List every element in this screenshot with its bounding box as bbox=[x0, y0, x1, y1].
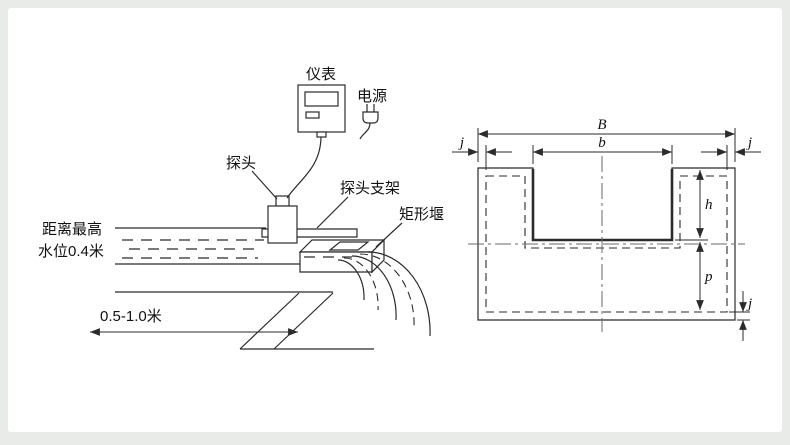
probe-bracket-label: 探头支架 bbox=[340, 180, 400, 197]
weir-block bbox=[298, 238, 386, 274]
rectangular-weir-label: 矩形堰 bbox=[399, 206, 444, 223]
weir-notch-opening bbox=[328, 241, 370, 251]
dimension-j-right: j bbox=[701, 135, 761, 170]
dimension-b: b bbox=[532, 135, 673, 164]
instrument-cable-nub bbox=[316, 131, 327, 138]
instrument-display bbox=[304, 91, 339, 107]
dimension-label-j-bottom: j bbox=[746, 296, 752, 312]
probe-body bbox=[267, 205, 298, 244]
dimension-label-p: p bbox=[704, 269, 713, 285]
flow-arc bbox=[351, 255, 397, 321]
dimension-B: B bbox=[477, 117, 736, 162]
diagram-card bbox=[8, 8, 782, 432]
plug-body bbox=[362, 111, 379, 124]
probe: 探头 bbox=[226, 155, 298, 244]
installation-diagram: 探头支架 探头 仪表 电源 bbox=[38, 66, 444, 350]
distance-note-line2: 水位0.4米 bbox=[38, 243, 104, 260]
horizontal-distance-dimension: 0.5-1.0米 bbox=[90, 308, 298, 336]
instrument-label: 仪表 bbox=[306, 66, 336, 83]
dimension-label-B: B bbox=[597, 117, 606, 133]
probe-label: 探头 bbox=[226, 155, 256, 172]
distance-note: 距离最高 水位0.4米 bbox=[38, 221, 104, 260]
power-label: 电源 bbox=[357, 88, 387, 105]
plug-cord bbox=[359, 122, 371, 140]
flow-arc bbox=[337, 259, 365, 301]
instrument-button bbox=[305, 111, 320, 119]
dimension-label-j-right: j bbox=[746, 135, 752, 151]
channel-perspective-edge bbox=[239, 292, 300, 350]
dimension-label-b: b bbox=[598, 135, 606, 151]
channel-inner-dashed-contour bbox=[485, 175, 728, 313]
water-flow-arcs bbox=[337, 251, 431, 337]
channel-perspective-edge bbox=[273, 292, 334, 350]
distance-note-line1: 距离最高 bbox=[42, 221, 102, 238]
dimension-p: p bbox=[696, 242, 713, 310]
instrument: 仪表 bbox=[297, 66, 346, 138]
dimension-label-j-left: j bbox=[458, 135, 464, 151]
water-channel bbox=[115, 227, 374, 350]
power-supply: 电源 bbox=[357, 88, 387, 140]
probe-leader-line bbox=[251, 170, 278, 200]
dimension-label-h: h bbox=[705, 197, 713, 213]
dimension-j-left: j bbox=[452, 135, 512, 170]
weir-callout: 矩形堰 bbox=[375, 206, 444, 248]
dimension-j-bottom: j bbox=[729, 291, 752, 341]
signal-cable bbox=[286, 135, 322, 199]
weir-leader-line bbox=[375, 222, 403, 248]
flow-arc bbox=[343, 257, 379, 311]
power-plug-icon bbox=[359, 104, 379, 140]
flow-arc bbox=[367, 251, 431, 337]
dimension-h: h bbox=[675, 170, 713, 241]
weir-cross-section: B b j j h bbox=[452, 117, 761, 341]
bracket-leader-line bbox=[316, 196, 349, 229]
horizontal-range-label: 0.5-1.0米 bbox=[100, 308, 162, 325]
flow-arc bbox=[359, 253, 415, 329]
weir-front-face bbox=[299, 251, 373, 273]
